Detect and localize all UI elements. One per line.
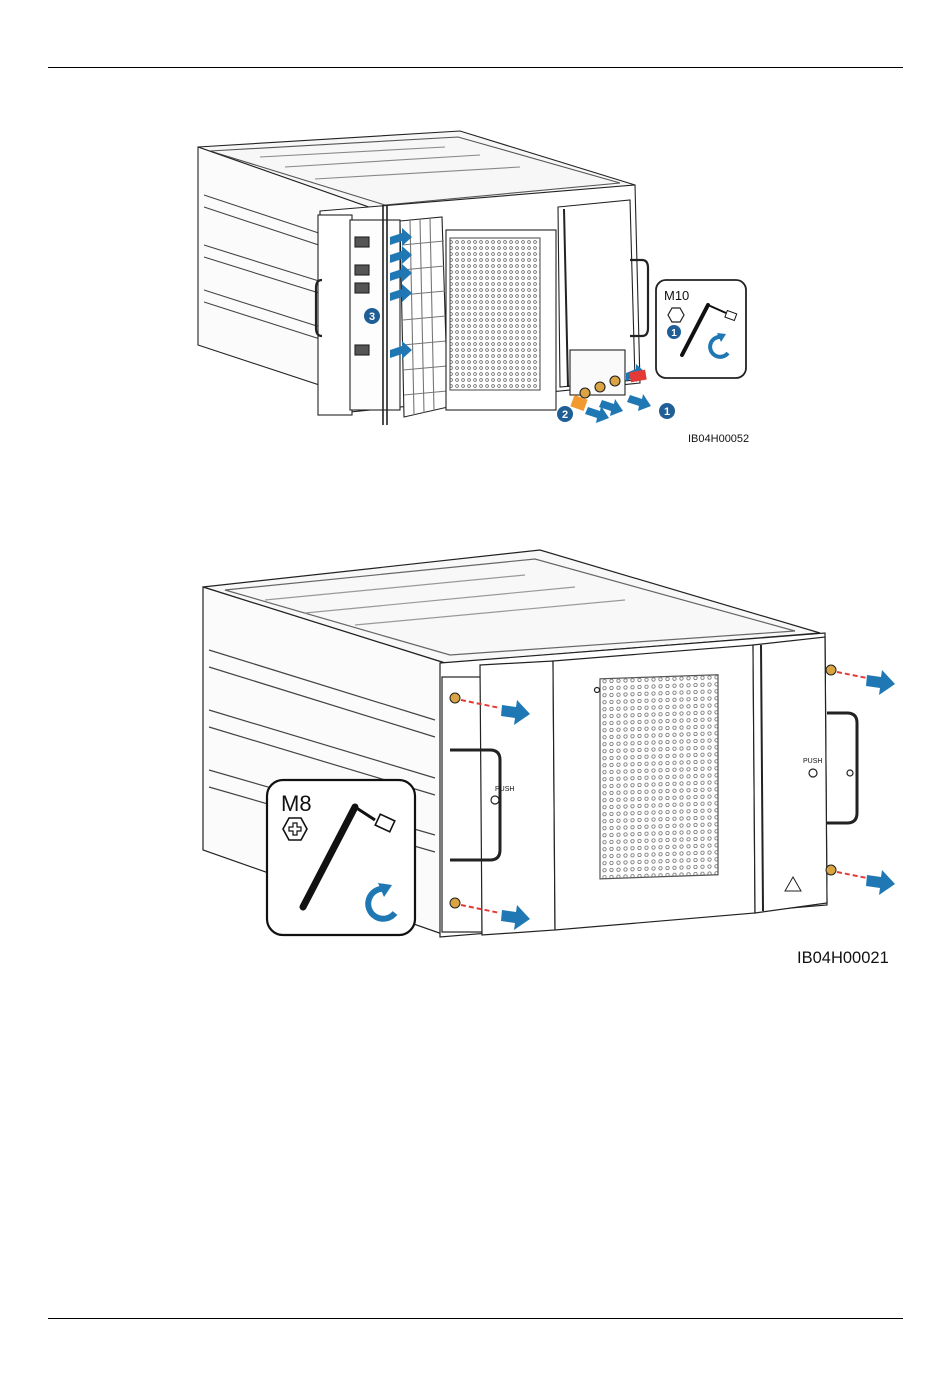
screw-bottom-right — [826, 865, 836, 875]
tool-inset-m8: M8 — [267, 780, 415, 935]
header-rule — [48, 67, 903, 68]
tool-step-badge: 1 — [671, 328, 677, 339]
figure-2-code: IB04H00021 — [797, 949, 889, 968]
figure-1-code: IB04H00052 — [688, 433, 749, 445]
step-badge-2: 2 — [562, 409, 568, 421]
screw-top-left — [450, 693, 460, 703]
figure-1-illustration: 3 2 1 M10 1 — [190, 125, 760, 435]
figure-2-illustration: PUSH PUSH M8 — [195, 545, 915, 940]
tool-size-label-m8: M8 — [281, 791, 312, 816]
figure-1: 3 2 1 M10 1 — [190, 125, 760, 435]
left-push-label: PUSH — [495, 786, 514, 793]
figure-2: PUSH PUSH M8 — [195, 545, 915, 940]
step-badge-3: 3 — [369, 311, 375, 323]
footer-rule — [48, 1318, 903, 1319]
tool-size-label: M10 — [664, 288, 689, 303]
tool-inset-m10: M10 1 — [656, 280, 746, 378]
right-push-label: PUSH — [803, 758, 822, 765]
step-badge-1: 1 — [664, 406, 670, 418]
screw-bottom-left — [450, 898, 460, 908]
screw-top-right — [826, 665, 836, 675]
